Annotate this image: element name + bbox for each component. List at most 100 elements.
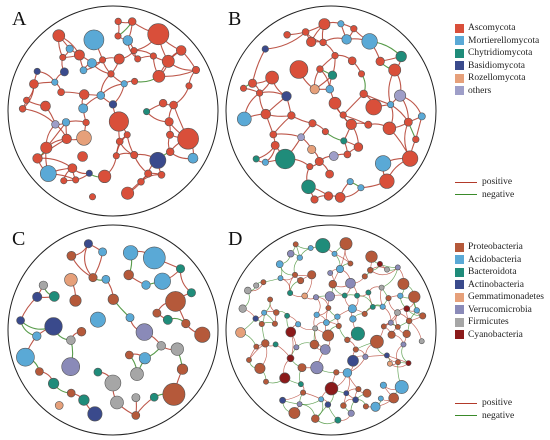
network-node [301, 179, 316, 195]
legend-label: negative [482, 189, 515, 200]
legend-swatch [455, 86, 464, 96]
network-node [413, 307, 420, 314]
network-node [341, 292, 348, 299]
network-node [296, 401, 303, 407]
legend-label: Basidiomycota [468, 60, 525, 71]
network-node [342, 368, 353, 378]
network-node [131, 411, 141, 420]
legend-label: Chytridiomycota [468, 48, 533, 59]
network-node [76, 327, 87, 337]
network-node [419, 312, 427, 320]
network-node [72, 176, 80, 184]
network-node [246, 357, 252, 363]
network-node [281, 91, 292, 102]
network-node [60, 177, 68, 185]
network-node [66, 335, 76, 345]
legend-swatch [455, 292, 464, 302]
network-node [402, 329, 411, 339]
legend-negative: negative [455, 189, 514, 202]
network-node [310, 195, 319, 204]
network-node [387, 319, 394, 326]
network-node [311, 414, 320, 423]
network-node [316, 65, 324, 73]
network-node [312, 325, 319, 332]
network-node [328, 96, 342, 110]
network-node [365, 289, 372, 296]
network-node [380, 323, 387, 330]
network-node [48, 291, 60, 302]
network-node [339, 237, 353, 251]
network-node [44, 317, 63, 336]
network-node [325, 84, 334, 94]
network-node [382, 121, 397, 136]
network-node [362, 353, 369, 360]
network-node [152, 308, 162, 318]
network-node [131, 77, 139, 85]
network-node [238, 304, 247, 313]
network-node [343, 150, 352, 159]
network-node [370, 334, 384, 349]
legend-label: Acidobacteria [468, 254, 522, 265]
network-node [375, 56, 385, 67]
network-node [162, 314, 173, 325]
network-node [162, 382, 186, 406]
network-node [378, 284, 385, 291]
network-node [307, 270, 317, 280]
network-node [18, 105, 27, 113]
network-node [125, 313, 135, 322]
network-node [32, 153, 43, 164]
network-node [394, 309, 401, 316]
legend-negative: negative [455, 410, 514, 423]
network-node [318, 396, 325, 403]
network-node [152, 70, 166, 83]
network-node [52, 29, 66, 43]
network-node [309, 84, 320, 95]
network-node [271, 320, 278, 327]
network-node [352, 396, 359, 404]
network-node [319, 344, 331, 355]
legend-item: Chytridiomycota [455, 47, 539, 60]
legend-positive: positive [455, 397, 514, 410]
network-node [313, 311, 320, 318]
network-node [405, 317, 413, 325]
bacteria-phylum-legend: Proteobacteria Acidobacteria Bacteroidot… [455, 241, 544, 341]
network-node [147, 23, 170, 46]
network-node [324, 291, 336, 302]
network-node [108, 111, 129, 132]
network-node [344, 336, 351, 344]
network-node [327, 70, 338, 80]
network-node [87, 58, 97, 68]
network-node [352, 346, 359, 353]
network-node [334, 416, 342, 424]
network-node [130, 47, 138, 55]
network-node [107, 293, 119, 305]
network-node [327, 270, 334, 276]
network-node [288, 407, 301, 419]
network-node [76, 130, 92, 146]
network-node [279, 396, 286, 404]
network-node [107, 70, 115, 78]
network-node [114, 17, 122, 26]
network-node [176, 363, 189, 375]
network-node [66, 251, 77, 261]
network-node [122, 35, 134, 46]
network-node [296, 254, 303, 261]
legend-label: positive [482, 398, 513, 409]
network-node [192, 66, 201, 75]
network-node [362, 388, 372, 398]
panel-label-d: D [228, 228, 243, 250]
negative-line [455, 194, 477, 196]
legend-item: Rozellomycota [455, 72, 539, 85]
network-node [165, 291, 186, 312]
network-node [335, 322, 342, 329]
fungi-phylum-legend: Ascomycota Mortierellomycota Chytridiomy… [455, 22, 539, 97]
network-node [291, 271, 298, 278]
network-node [297, 363, 307, 372]
legend-swatch [455, 255, 464, 265]
network-node [59, 53, 67, 61]
network-node [123, 131, 131, 139]
network-node [323, 191, 334, 201]
network-node [258, 320, 265, 327]
network-node [297, 133, 305, 141]
network-node [16, 316, 25, 325]
